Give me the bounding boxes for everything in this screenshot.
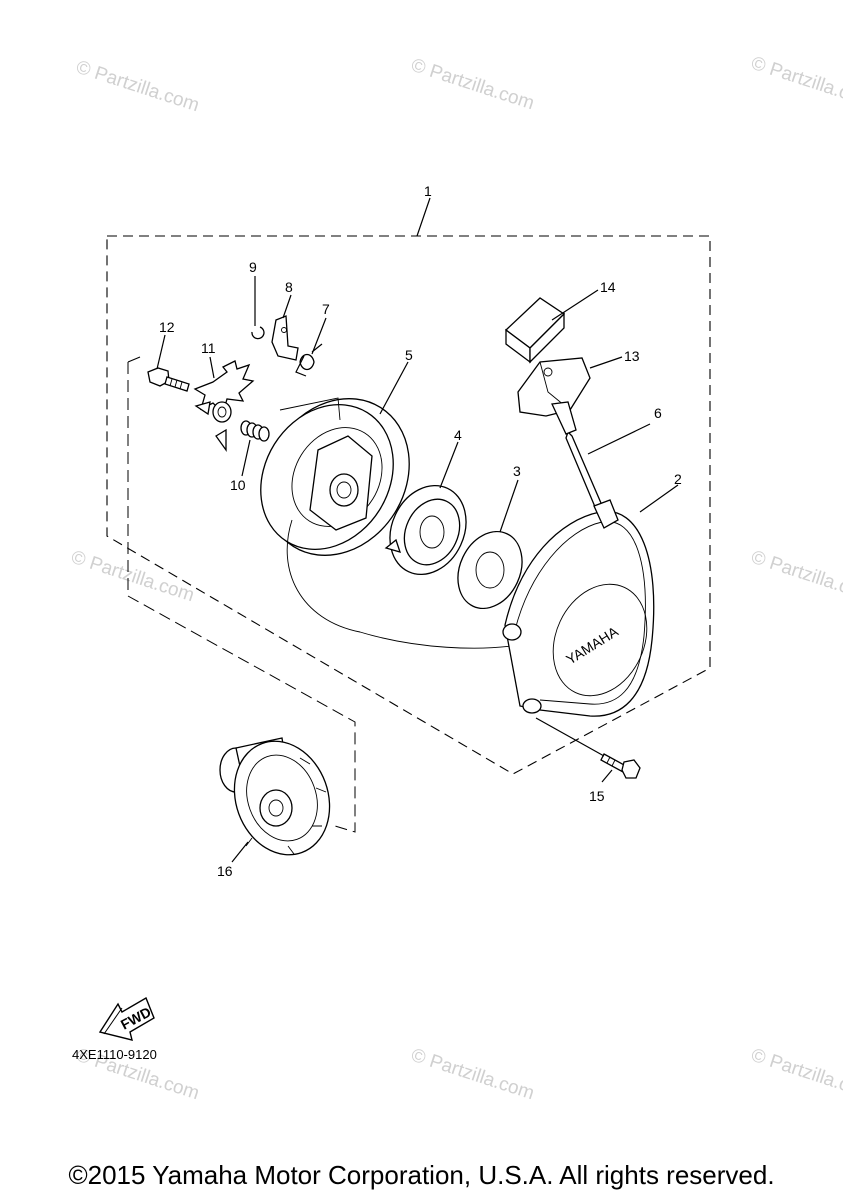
watermark-group: © Partzilla.com © Partzilla.com © Partzi… [68,53,843,1105]
part-15-bolt [535,717,641,783]
callout-7: 7 [322,301,330,317]
callout-2: 2 [674,471,682,487]
callout-12: 12 [159,319,175,335]
callout-10: 10 [230,477,246,493]
watermark: © Partzilla.com [748,547,843,607]
watermark: © Partzilla.com [748,53,843,113]
callout-3: 3 [513,463,521,479]
part-9-circlip [251,276,265,340]
assembly-boundary [106,235,711,775]
part-8-pawl [271,294,299,361]
watermark: © Partzilla.com [408,55,536,115]
part-11-drive-plate [193,356,255,453]
copyright-notice: ©2015 Yamaha Motor Corporation, U.S.A. A… [68,1160,775,1190]
part-7-spring [295,317,327,377]
part-5-sheave-pulley [260,361,410,556]
callout-15: 15 [589,788,605,804]
callout-16: 16 [217,863,233,879]
part-3-washer [457,479,523,610]
fwd-arrow-icon: FWD [98,996,155,1041]
watermark: © Partzilla.com [68,547,196,607]
part-13-starter-handle [517,356,623,435]
watermark: © Partzilla.com [748,1045,843,1105]
part-16-drive-pulley [219,737,331,863]
callout-14: 14 [600,279,616,295]
diagram-code: 4XE1110-9120 [72,1047,157,1062]
projection-tick [127,356,141,363]
callout-6: 6 [654,405,662,421]
watermark: © Partzilla.com [408,1045,536,1105]
watermark: © Partzilla.com [73,57,201,117]
part-14-grip-cap [504,289,599,364]
part-4-spring-case [384,441,467,576]
part-2-starter-cover: YAMAHA [502,484,679,717]
callout-4: 4 [454,427,462,443]
callout-5: 5 [405,347,413,363]
callout-numbers: 1 2 3 4 5 6 7 8 9 10 11 12 13 14 15 16 [159,183,682,879]
callout-8: 8 [285,279,293,295]
leader-1 [416,197,431,237]
part-12-bolt [147,334,190,392]
projection-lines [127,362,356,833]
part-6-rope [565,423,651,529]
part-10-spring [240,420,270,477]
callout-13: 13 [624,348,640,364]
callout-9: 9 [249,259,257,275]
callout-11: 11 [201,340,216,356]
starter-rope [286,519,513,649]
callout-1: 1 [424,183,432,199]
